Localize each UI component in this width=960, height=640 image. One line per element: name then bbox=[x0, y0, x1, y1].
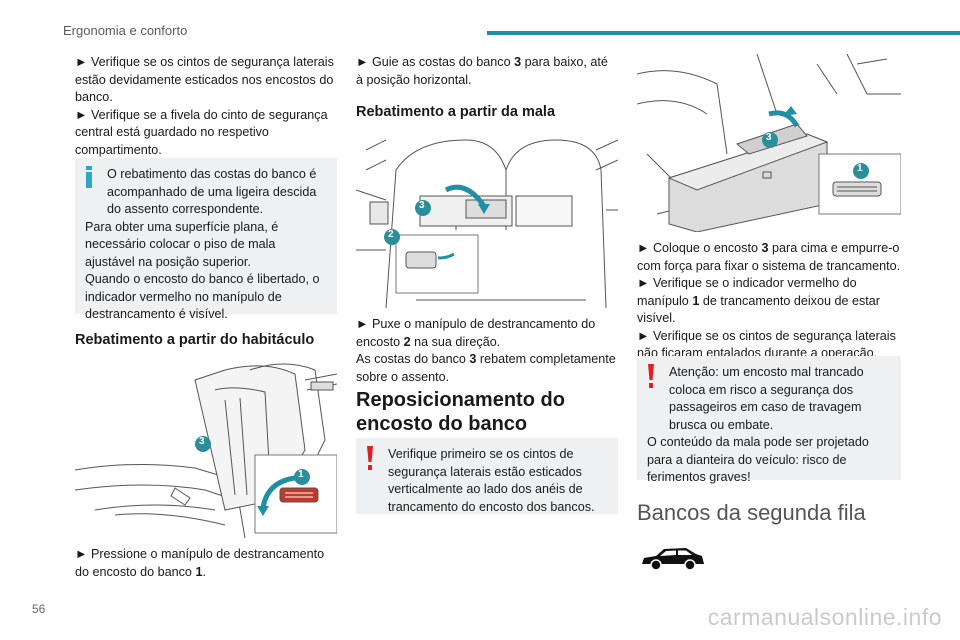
reposition-illustration bbox=[637, 54, 901, 232]
warning-icon bbox=[648, 364, 654, 388]
heading-segunda-fila: Bancos da segunda fila bbox=[637, 500, 866, 525]
warning-note: Verifique primeiro se os cintos de segur… bbox=[356, 438, 618, 514]
info-note: O rebatimento das costas do banco é acom… bbox=[75, 158, 337, 321]
step-text: ► Coloque o encosto bbox=[637, 241, 762, 255]
step-text: ► Pressione o manípulo de destrancamento… bbox=[75, 547, 325, 579]
col1-step: ► Pressione o manípulo de destrancamento… bbox=[75, 546, 337, 581]
heading-habitaculo: Rebatimento a partir do habitáculo bbox=[75, 332, 315, 348]
info-note-text: Para obter uma superfície plana, é neces… bbox=[85, 219, 279, 269]
step-text: ► Puxe o manípulo de destrancamento do e… bbox=[356, 317, 596, 349]
warning-note-text: Verifique primeiro se os cintos de segur… bbox=[388, 447, 595, 514]
watermark: carmanualsonline.info bbox=[707, 604, 942, 630]
step-ref: 1 bbox=[692, 293, 700, 308]
badge-3: 3 bbox=[766, 132, 772, 143]
col2-top-step: ► Guie as costas do banco 3 para baixo, … bbox=[356, 54, 618, 89]
badge-3: 3 bbox=[419, 200, 425, 211]
heading-mala: Rebatimento a partir da mala bbox=[356, 104, 556, 120]
step-text: para cima e empurre-o com força para fix… bbox=[637, 241, 901, 273]
seat-illustration bbox=[75, 360, 337, 538]
result-text: As costas do banco bbox=[356, 352, 470, 366]
warning-note: Atenção: um encosto mal trancado coloca … bbox=[637, 356, 901, 484]
badge-3: 3 bbox=[199, 436, 205, 447]
step-text: na sua direção. bbox=[410, 334, 501, 349]
info-icon bbox=[86, 166, 92, 188]
warning-note-text: Atenção: um encosto mal trancado coloca … bbox=[669, 365, 864, 432]
page-number: 56 bbox=[32, 602, 46, 616]
info-note-text: O rebatimento das costas do banco é acom… bbox=[107, 167, 317, 216]
step-ref: 3 bbox=[761, 241, 769, 255]
info-note-text: Quando o encosto do banco é libertado, o… bbox=[85, 272, 320, 321]
step-text: para baixo, até à posição horizontal. bbox=[356, 55, 608, 87]
intro-line: ► Verifique se os cintos de segurança la… bbox=[75, 55, 334, 104]
trunk-illustration bbox=[356, 130, 618, 308]
step-end: . bbox=[202, 564, 206, 579]
badge-1: 1 bbox=[298, 469, 304, 480]
step-ref: 3 bbox=[514, 55, 522, 69]
step-ref: 3 bbox=[469, 352, 477, 366]
col3-steps: ► Coloque o encosto 3 para cima e empurr… bbox=[637, 240, 901, 363]
step-ref: 2 bbox=[403, 334, 411, 349]
step-text: de trancamento deixou de estar visível. bbox=[637, 293, 880, 326]
result-text: rebatem completamente sobre o assento. bbox=[356, 352, 616, 384]
section-title: Ergonomia e conforto bbox=[63, 23, 188, 38]
suv-car-icon bbox=[642, 548, 704, 571]
step-ref: 1 bbox=[195, 564, 203, 579]
step-text: ► Guie as costas do banco bbox=[356, 55, 515, 69]
col2-steps: ► Puxe o manípulo de destrancamento do e… bbox=[356, 316, 618, 386]
badge-1: 1 bbox=[857, 163, 863, 174]
step-text: ► Verifique se o indicador vermelho do m… bbox=[637, 276, 857, 308]
figure-cabin-release: 3 1 bbox=[75, 360, 337, 538]
heading-reposicionamento: Reposicionamento do encosto do banco bbox=[356, 389, 565, 435]
warning-icon bbox=[367, 446, 373, 470]
col1-intro: ► Verifique se os cintos de segurança la… bbox=[75, 54, 337, 159]
warning-note-text: O conteúdo da mala pode ser projetado pa… bbox=[647, 435, 869, 484]
header-accent-bar bbox=[487, 31, 960, 35]
figure-trunk-release: 3 2 bbox=[356, 130, 618, 308]
figure-reposition: 3 1 bbox=[637, 54, 901, 232]
intro-line: ► Verifique se a fivela do cinto de segu… bbox=[75, 107, 328, 157]
badge-2: 2 bbox=[388, 229, 394, 240]
